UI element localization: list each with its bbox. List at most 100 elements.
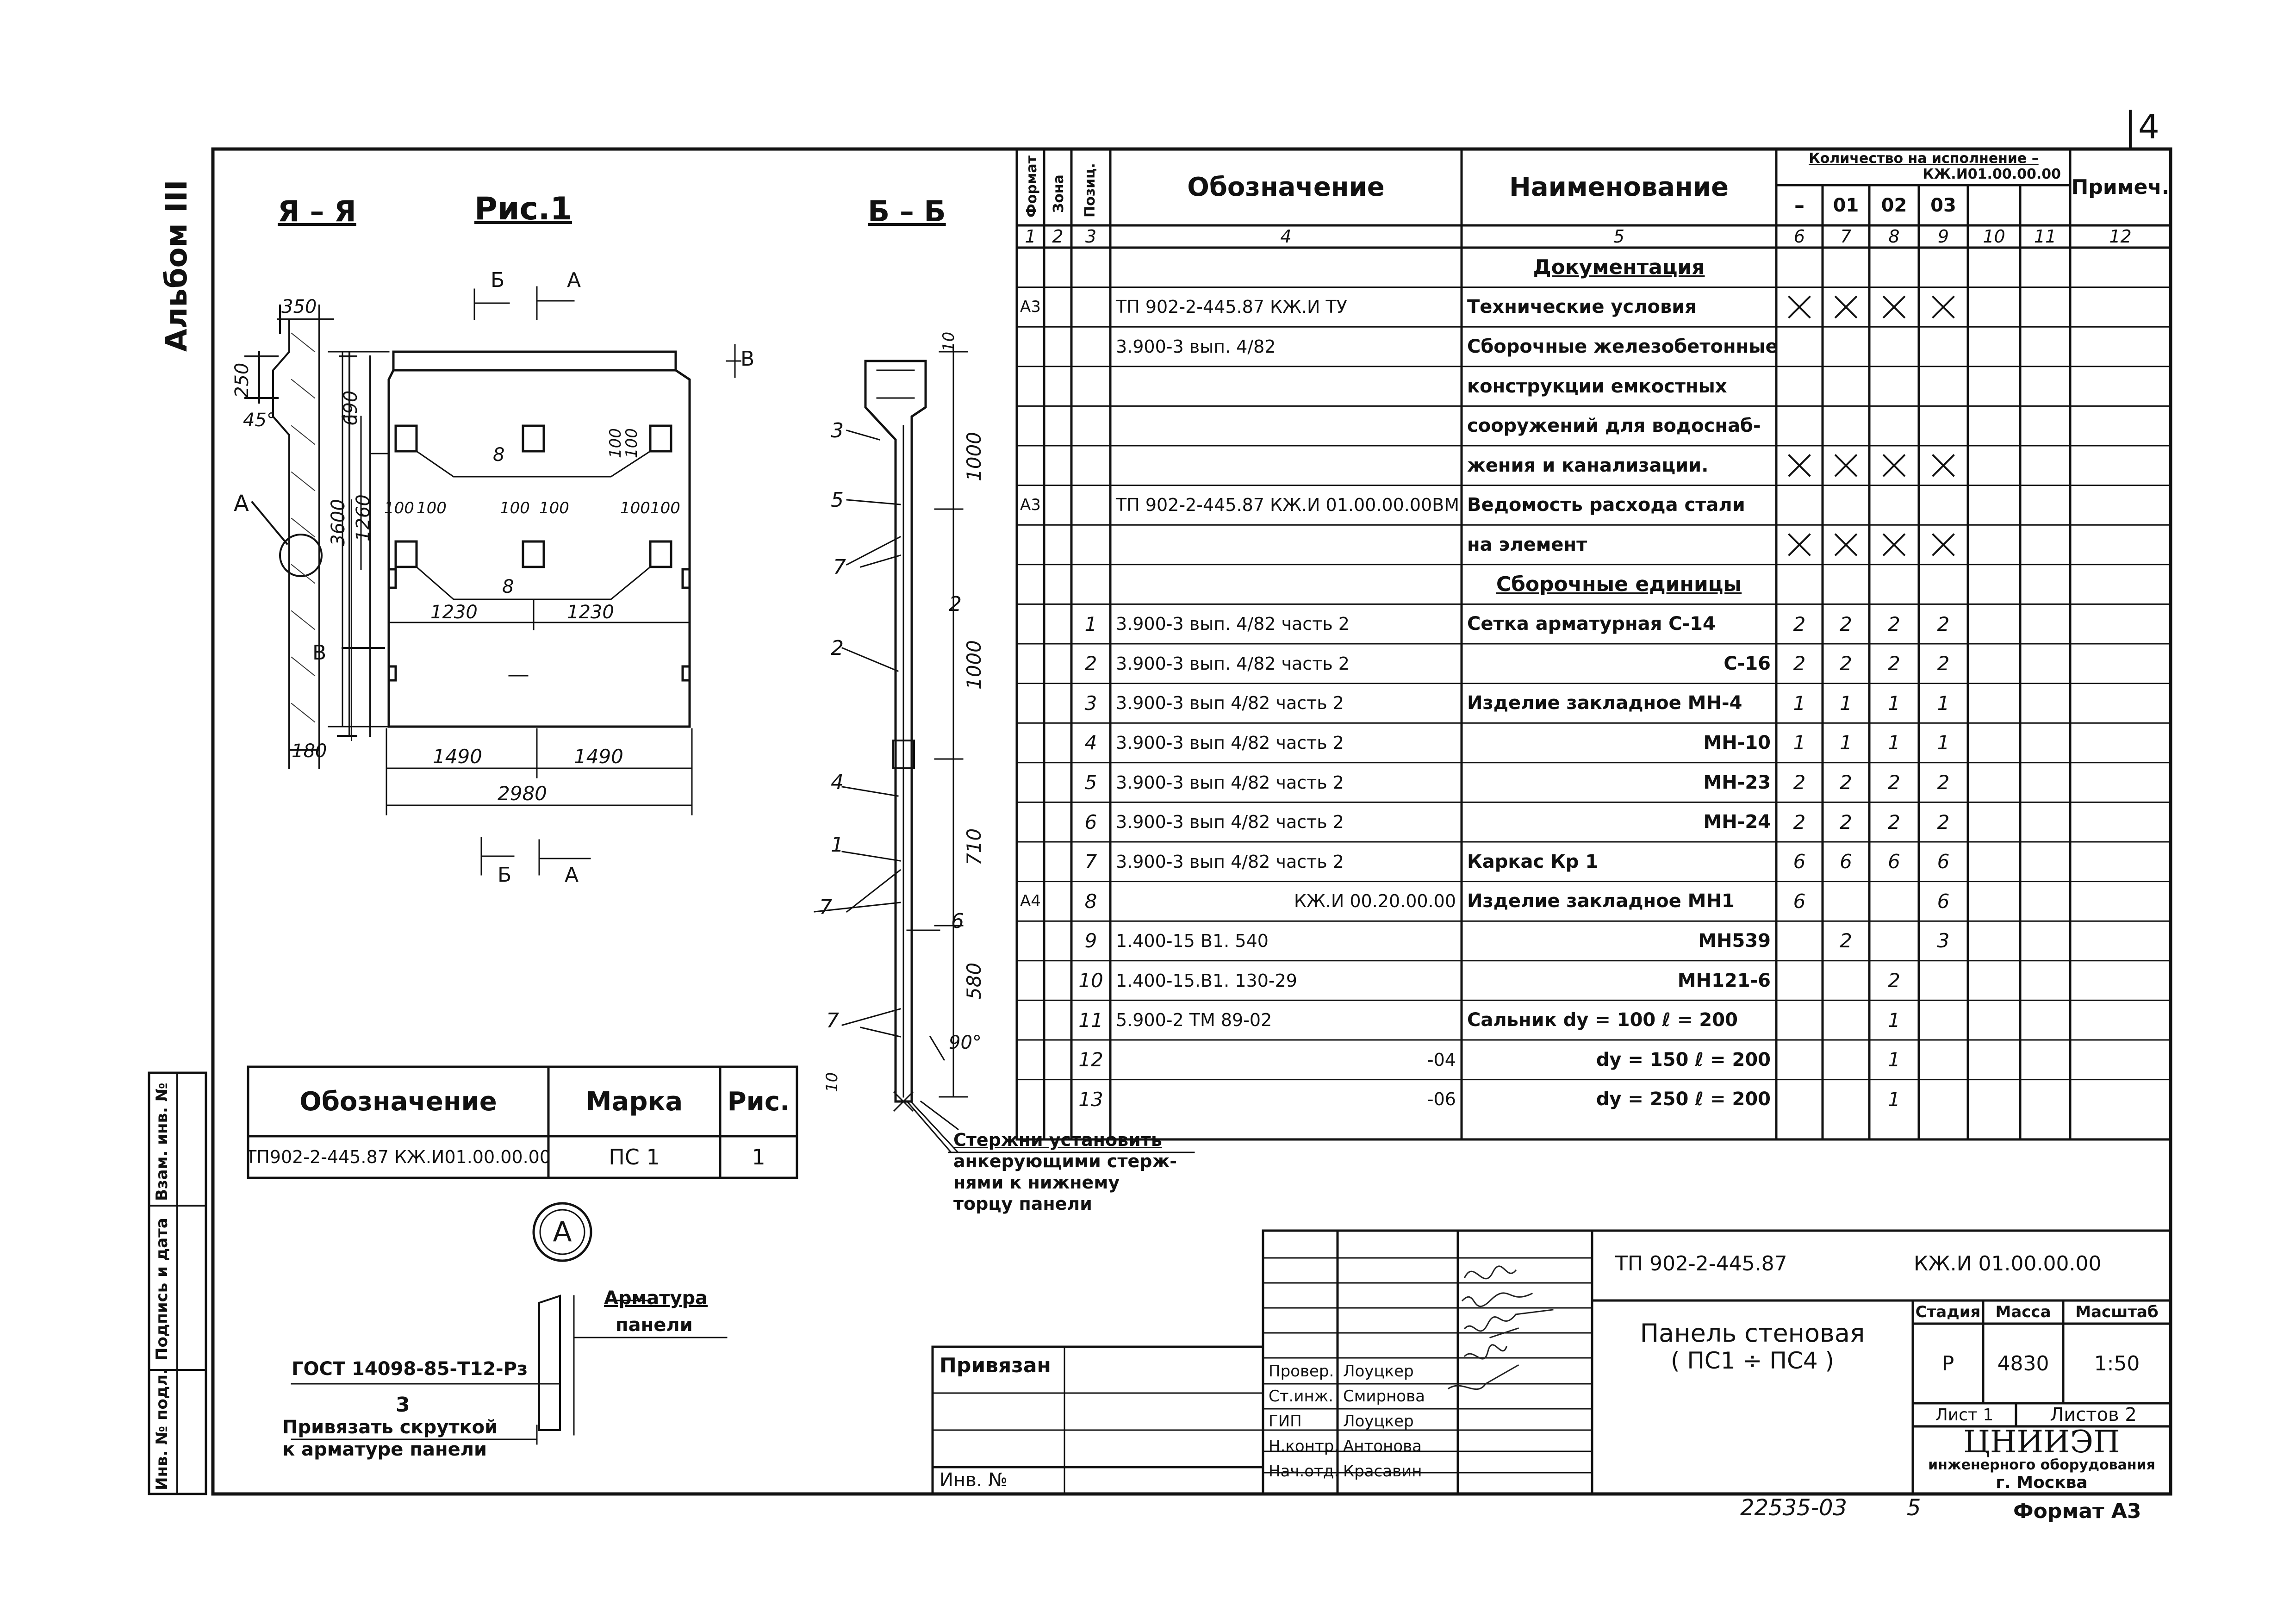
cell-qty: 6 <box>1937 850 1950 873</box>
signer-name: Лоуцкер <box>1343 1412 1414 1431</box>
cell-qty <box>1869 921 1919 961</box>
cell-zone <box>1044 961 1071 1001</box>
section-heading: Сборочные единицы <box>1496 572 1742 597</box>
cell-name: МН-23 <box>1703 772 1771 793</box>
pos-label-1: 1 <box>831 833 844 857</box>
cell-qty-x: × <box>1869 446 1919 485</box>
dim-1230-a: 1230 <box>430 602 478 623</box>
signer-role: ГИП <box>1269 1412 1302 1431</box>
signer-role: Провер. <box>1269 1362 1334 1381</box>
signer-name: Антонова <box>1343 1437 1422 1456</box>
cell-format: А3 <box>1020 298 1041 317</box>
mark-header-designation: Обозначение <box>299 1086 497 1117</box>
cell-name: С-16 <box>1724 653 1771 674</box>
column-number: 3 <box>1085 226 1097 247</box>
cell-qty <box>1919 565 1968 604</box>
cell-format <box>1017 961 1044 1001</box>
dim-bb-1000-b: 1000 <box>963 640 985 690</box>
cell-qty <box>1919 367 1968 406</box>
header-qty-col-base: – <box>1794 193 1804 217</box>
dim-1230-b: 1230 <box>567 602 614 623</box>
cell-zone <box>1044 842 1071 882</box>
pos-label-5: 5 <box>831 488 844 512</box>
cell-format: А3 <box>1020 496 1041 515</box>
cell-position <box>1071 525 1110 565</box>
x-mark <box>1882 454 1906 477</box>
cell-qty: 2 <box>1793 810 1806 834</box>
cell-position: 2 <box>1084 652 1097 675</box>
spec-table-rows <box>1016 286 2172 1081</box>
signer-name: Смирнова <box>1343 1387 1425 1406</box>
cell-position: 8 <box>1084 890 1097 913</box>
mark-header-figure: Рис. <box>727 1086 790 1117</box>
cell-qty: 6 <box>1888 850 1900 873</box>
cell-qty: 3 <box>1937 929 1950 952</box>
dim-3600: 3600 <box>328 499 349 546</box>
cell-qty <box>1776 327 1823 367</box>
signer-role: Ст.инж. <box>1269 1387 1334 1406</box>
detail-a-note-line-2: к арматуре панели <box>282 1439 487 1460</box>
cell-position <box>1071 446 1110 485</box>
dim-45deg: 45° <box>243 410 276 431</box>
cell-position: 13 <box>1078 1088 1103 1111</box>
section-aa-hatch <box>291 332 316 723</box>
cell-name: Ведомость расхода стали <box>1467 494 1745 516</box>
cell-qty: 6 <box>1793 850 1806 873</box>
angle-90: 90° <box>949 1032 982 1053</box>
cell-qty: 2 <box>1937 771 1950 794</box>
cell-qty-x: × <box>1869 287 1919 327</box>
cell-format <box>1017 367 1044 406</box>
cell-zone <box>1044 1080 1071 1120</box>
dim-100-v1: 100 <box>606 428 625 458</box>
cell-position <box>1071 287 1110 327</box>
cell-zone <box>1044 684 1071 723</box>
cell-qty <box>1776 248 1823 287</box>
dim-bb-710: 710 <box>963 828 985 865</box>
cell-qty <box>1869 367 1919 406</box>
cell-designation <box>1110 525 1462 565</box>
cell-qty-x: × <box>1919 287 1968 327</box>
dim-100-v2: 100 <box>622 428 641 458</box>
detail-a-paneli: панели <box>616 1314 693 1336</box>
dim-bb-10-bottom: 10 <box>823 1072 841 1092</box>
cell-qty: 1 <box>1888 1008 1900 1032</box>
pos-label-4: 4 <box>831 771 844 794</box>
dim-1490-a: 1490 <box>433 745 482 768</box>
cell-position <box>1071 327 1110 367</box>
dim-bb-580: 580 <box>963 962 985 1000</box>
column-number: 5 <box>1613 226 1625 247</box>
cell-qty <box>1919 1040 1968 1080</box>
section-bb-drawing <box>864 360 927 1112</box>
cell-position: 11 <box>1078 1008 1103 1032</box>
cell-qty <box>1919 1080 1968 1120</box>
cell-qty <box>1823 327 1869 367</box>
cell-qty <box>1919 406 1968 446</box>
cut-v-left: В <box>312 641 327 665</box>
cell-name: Сетка арматурная С-14 <box>1467 613 1716 635</box>
cell-qty: 6 <box>1840 850 1852 873</box>
section-aa-title: Я – Я <box>278 194 356 228</box>
cell-qty: 1 <box>1888 1088 1900 1111</box>
panel-elevation-dims <box>328 286 741 876</box>
cell-zone <box>1044 367 1071 406</box>
cell-format <box>1017 406 1044 446</box>
cell-qty <box>1776 1040 1823 1080</box>
cell-position <box>1071 485 1110 525</box>
mark-table-grid <box>247 1065 798 1179</box>
dim-100-e: 100 <box>620 499 650 517</box>
cell-name: жения и канализации. <box>1467 454 1709 476</box>
cell-qty-x: × <box>1823 525 1869 565</box>
cell-qty <box>1823 406 1869 446</box>
cell-zone <box>1044 248 1071 287</box>
cell-qty <box>1869 248 1919 287</box>
section-aa-drawing <box>244 305 385 769</box>
header-note: Примеч. <box>2071 175 2170 199</box>
cell-format <box>1017 842 1044 882</box>
dim-100-a: 100 <box>384 499 414 517</box>
cell-position: 12 <box>1078 1048 1103 1071</box>
cell-qty: 1 <box>1937 731 1950 754</box>
cell-format <box>1017 921 1044 961</box>
rod-note: Стержни установить анкерующими стерж- ня… <box>953 1129 1177 1214</box>
mark-b1: 8 <box>493 444 505 466</box>
cell-qty <box>1776 1000 1823 1040</box>
